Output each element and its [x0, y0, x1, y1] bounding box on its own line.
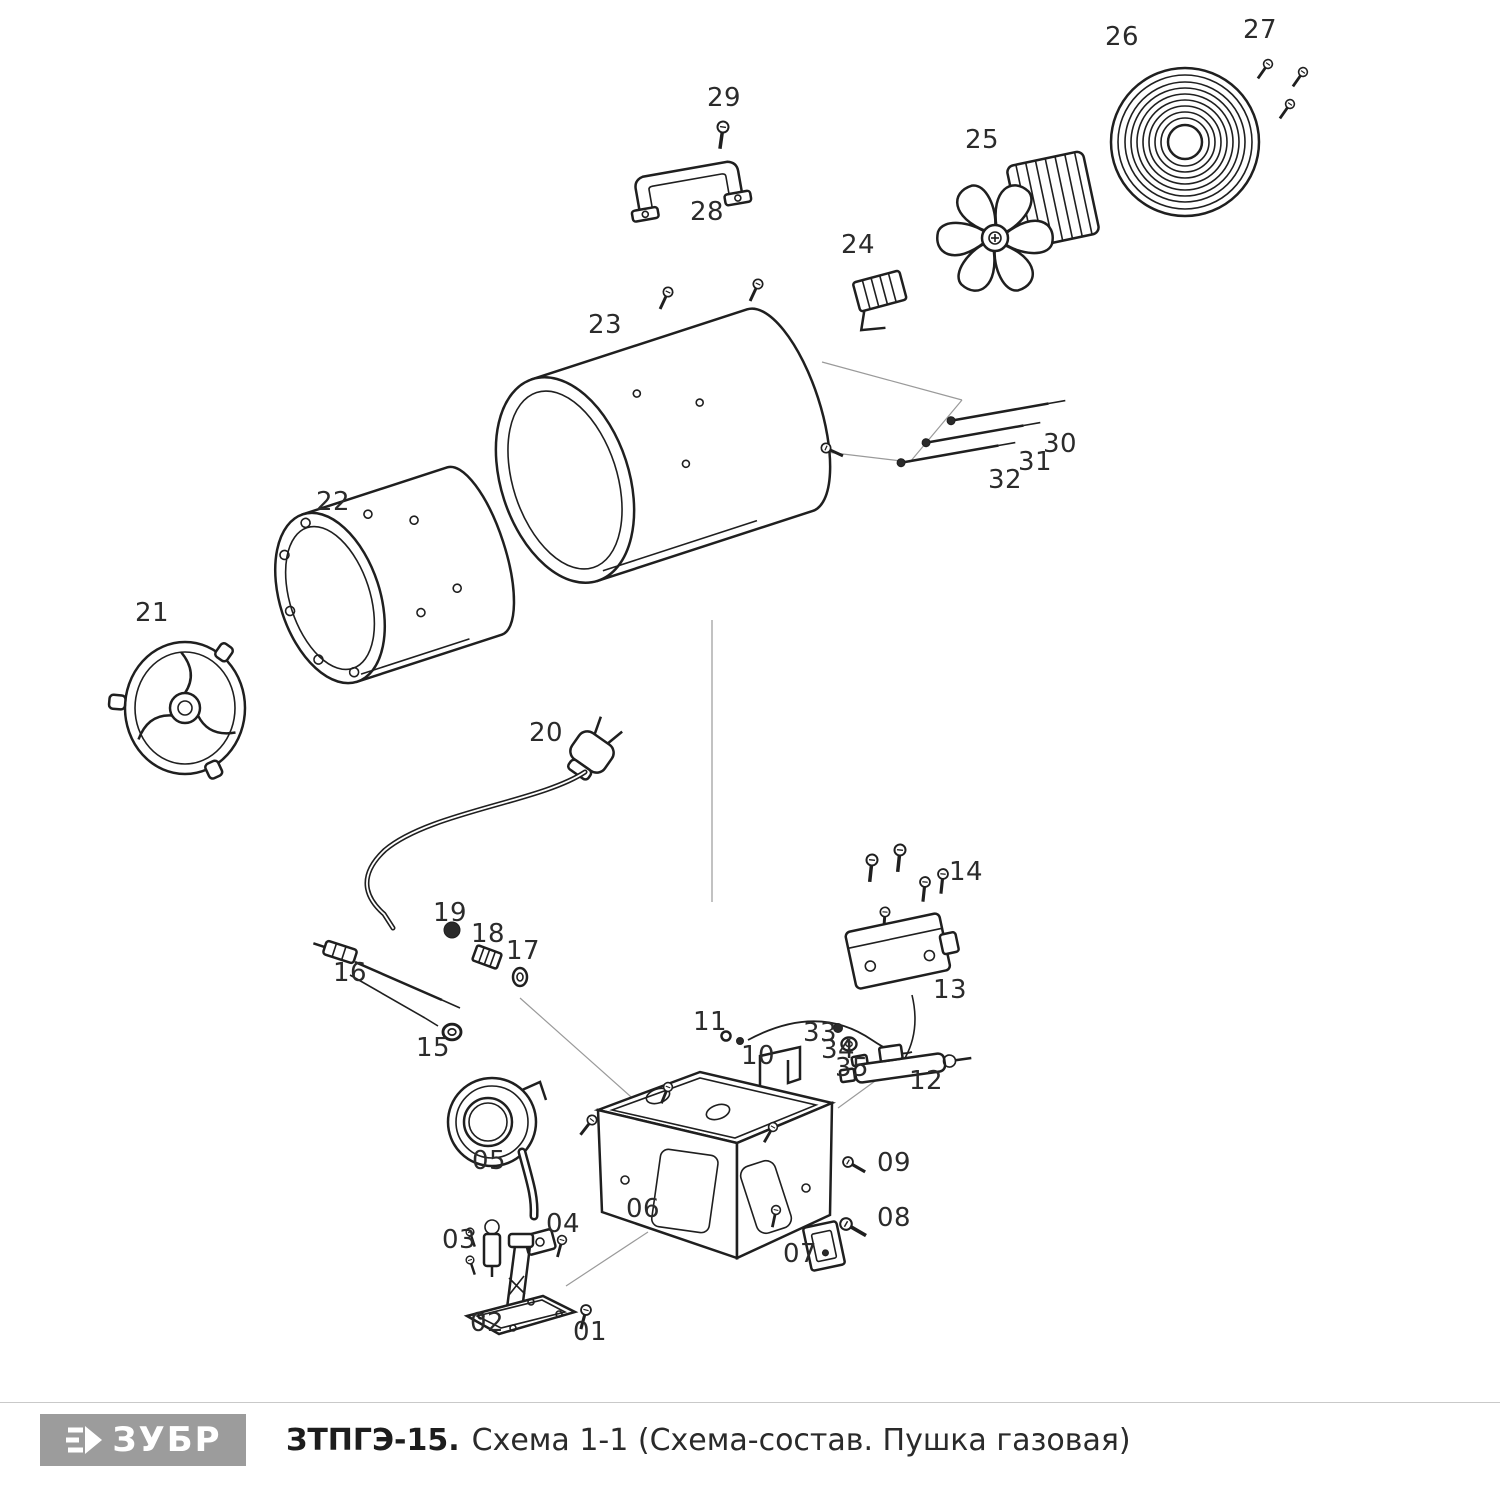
- part-07-switch: [802, 1220, 846, 1272]
- diagram-title: ЗТПГЭ-15. Схема 1-1 (Схема-состав. Пушка…: [286, 1414, 1131, 1466]
- part-label-16: 16: [332, 958, 368, 988]
- part-label-22: 22: [315, 487, 351, 517]
- part-label-09: 09: [876, 1148, 912, 1178]
- part-label-12: 12: [908, 1066, 944, 1096]
- part-label-14: 14: [948, 857, 984, 887]
- part-29-screw: [712, 119, 731, 152]
- part-08-screw: [836, 1214, 871, 1243]
- part-label-06: 06: [625, 1194, 661, 1224]
- part-label-10: 10: [740, 1041, 776, 1071]
- diagram-title-scheme: Схема 1-1 (Схема-состав. Пушка газовая): [471, 1422, 1131, 1458]
- part-31-electrode: [921, 421, 1041, 448]
- part-label-25: 25: [964, 125, 1000, 155]
- part-05-burner: [446, 1076, 548, 1221]
- part-28-handle: [630, 160, 753, 223]
- part-label-35: 35: [834, 1053, 870, 1083]
- part-13-control-box: [844, 912, 960, 990]
- part-label-29: 29: [706, 83, 742, 113]
- part-22-inner-cylinder: [273, 465, 516, 685]
- part-label-15: 15: [415, 1033, 451, 1063]
- part-label-07: 07: [782, 1239, 818, 1269]
- part-label-01: 01: [572, 1317, 608, 1347]
- part-label-27: 27: [1242, 15, 1278, 45]
- part-label-13: 13: [932, 975, 968, 1005]
- part-label-31: 31: [1017, 447, 1053, 477]
- part-21-guard-ring: [107, 640, 247, 780]
- cylinder-screw-left: [654, 284, 676, 313]
- part-label-02: 02: [469, 1308, 505, 1338]
- part-02-stand: [463, 1232, 579, 1336]
- part-label-05: 05: [471, 1146, 507, 1176]
- part-32-electrode: [896, 441, 1016, 468]
- part-label-32: 32: [987, 465, 1023, 495]
- part-33-ball: [833, 1023, 843, 1033]
- part-19-grommet: [443, 921, 461, 939]
- part-12-gas-valve: [838, 1043, 972, 1084]
- part-09-screw: [839, 1153, 870, 1178]
- part-03-piezo-igniter: [482, 1219, 502, 1277]
- part-17-ring: [511, 966, 529, 988]
- part-10-bracket: [758, 1045, 802, 1088]
- part-25-fan-blade: [936, 184, 1054, 292]
- part-label-23: 23: [587, 310, 623, 340]
- part-label-17: 17: [505, 936, 541, 966]
- part-27-screws: [1252, 56, 1311, 123]
- base-screw-1: [575, 1111, 601, 1140]
- part-24-bracket: [852, 269, 908, 332]
- zubr-arrow-icon: [66, 1426, 103, 1454]
- piezo-screw-2: [463, 1253, 480, 1278]
- part-23-outer-cylinder: [494, 307, 832, 584]
- part-label-20: 20: [528, 718, 564, 748]
- part-06-base-housing: [593, 1070, 837, 1260]
- zubr-logo: ЗУБР: [40, 1414, 246, 1466]
- part-20-power-cord: [364, 716, 623, 931]
- part-label-11: 11: [692, 1007, 728, 1037]
- part-label-18: 18: [470, 919, 506, 949]
- part-11-nuts: [720, 1030, 744, 1045]
- part-label-28: 28: [689, 197, 725, 227]
- part-16-gas-fitting: [312, 939, 461, 1027]
- gas-pipe: [904, 994, 916, 1059]
- part-label-19: 19: [432, 898, 468, 928]
- part-26-fan-guard: [1109, 66, 1261, 218]
- part-label-30: 30: [1042, 429, 1078, 459]
- part-label-33: 33: [802, 1018, 838, 1048]
- cylinder-screw-right: [744, 276, 766, 305]
- diagram-title-model: ЗТПГЭ-15.: [286, 1422, 460, 1458]
- zubr-logo-text: ЗУБР: [112, 1420, 222, 1460]
- part-18-fitting: [471, 944, 503, 970]
- footer-divider: [0, 1402, 1500, 1403]
- part-label-26: 26: [1104, 22, 1140, 52]
- part-label-04: 04: [545, 1209, 581, 1239]
- part-label-24: 24: [840, 230, 876, 260]
- part-label-34: 34: [820, 1035, 856, 1065]
- part-label-03: 03: [441, 1225, 477, 1255]
- part-30-electrode: [946, 399, 1066, 426]
- part-label-08: 08: [876, 1203, 912, 1233]
- part-label-21: 21: [134, 598, 170, 628]
